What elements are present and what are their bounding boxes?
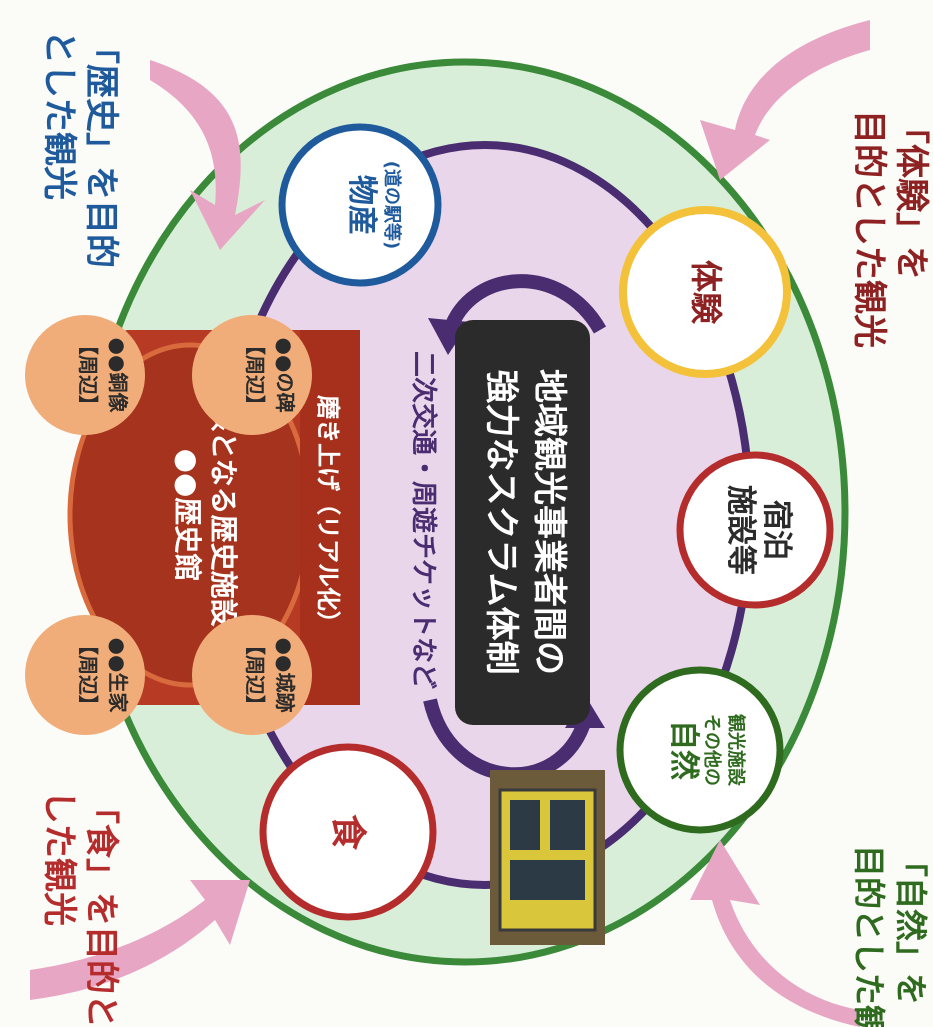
node-bussan: 物産 (道の駅等) bbox=[278, 123, 442, 287]
satellite-doozo: 【周辺】 ●●銅像 bbox=[25, 315, 145, 435]
label-experience-line1: 「体験」を bbox=[891, 110, 931, 280]
core-polish: 磨き上げ（リアル化） bbox=[314, 395, 342, 635]
center-box: 地域観光事業者間の 強力なスクラム体制 bbox=[455, 320, 590, 725]
node-shoku: 食 bbox=[259, 743, 437, 921]
core-line1: 核となる歴史施設 bbox=[207, 403, 240, 627]
label-food-line1: 「食」を目的と bbox=[81, 790, 121, 1027]
transport-label: 二次交通・周遊チケットなど bbox=[408, 351, 439, 689]
node-shizen-title: 自然 bbox=[666, 720, 701, 780]
node-bussan-sub: (道の駅等) bbox=[381, 161, 403, 249]
center-line2: 強力なスクラム体制 bbox=[481, 370, 521, 675]
label-history-line1: 「歴史」を目的 bbox=[81, 30, 121, 268]
transport-text: 二次交通・周遊チケットなど bbox=[408, 351, 439, 689]
label-experience: 「体験」を 目的とした観光 bbox=[849, 110, 931, 348]
label-history: 「歴史」を目的 とした観光 bbox=[39, 30, 121, 268]
bus-photo bbox=[490, 770, 605, 945]
node-shukuhaku: 宿泊 施設等 bbox=[676, 451, 834, 609]
node-shukuhaku-line2: 施設等 bbox=[723, 485, 758, 575]
satellite-seika-name: ●●生家 bbox=[106, 638, 130, 714]
label-nature-line2: 目的とした観光 bbox=[850, 845, 888, 1027]
satellite-seika: 【周辺】 ●●生家 bbox=[25, 615, 145, 735]
label-food-line2: した観光 bbox=[39, 790, 79, 926]
center-line1: 地域観光事業者間の bbox=[529, 369, 569, 675]
node-shukuhaku-line1: 宿泊 bbox=[759, 500, 794, 560]
node-shizen-sub2: 観光施設 bbox=[725, 714, 747, 787]
satellite-doozo-name: ●●銅像 bbox=[106, 338, 130, 414]
satellite-hi-tag: 【周辺】 bbox=[243, 335, 267, 415]
satellite-joseki-tag: 【周辺】 bbox=[243, 635, 267, 715]
satellite-joseki: 【周辺】 ●●城跡 bbox=[192, 615, 312, 735]
label-nature-line1: 「自然」を bbox=[892, 845, 930, 1005]
satellite-seika-tag: 【周辺】 bbox=[76, 635, 100, 715]
arrow-history bbox=[150, 60, 265, 250]
arrow-experience bbox=[700, 20, 870, 180]
node-shizen-sub1: その他の bbox=[701, 714, 723, 786]
label-history-line2: とした観光 bbox=[39, 30, 79, 200]
label-food: 「食」を目的と した観光 bbox=[39, 790, 121, 1027]
node-shizen: 自然 その他の 観光施設 bbox=[616, 666, 784, 834]
label-experience-line2: 目的とした観光 bbox=[849, 110, 889, 348]
satellite-joseki-name: ●●城跡 bbox=[273, 638, 297, 713]
satellite-hi: 【周辺】 ●●の碑 bbox=[192, 315, 312, 435]
satellite-doozo-tag: 【周辺】 bbox=[76, 335, 100, 415]
node-shoku-label: 食 bbox=[327, 814, 368, 851]
satellite-hi-name: ●●の碑 bbox=[273, 338, 297, 413]
node-taiken-label: 体験 bbox=[687, 260, 725, 325]
arrow-nature bbox=[690, 840, 860, 1027]
core-line2: ●●歴史館 bbox=[171, 449, 204, 582]
node-taiken: 体験 bbox=[619, 206, 791, 378]
label-nature: 「自然」を 目的とした観光 bbox=[850, 845, 930, 1027]
node-bussan-title: 物産 bbox=[344, 175, 379, 235]
arrow-food bbox=[30, 880, 250, 1000]
cycle-arrow-top bbox=[443, 274, 607, 334]
